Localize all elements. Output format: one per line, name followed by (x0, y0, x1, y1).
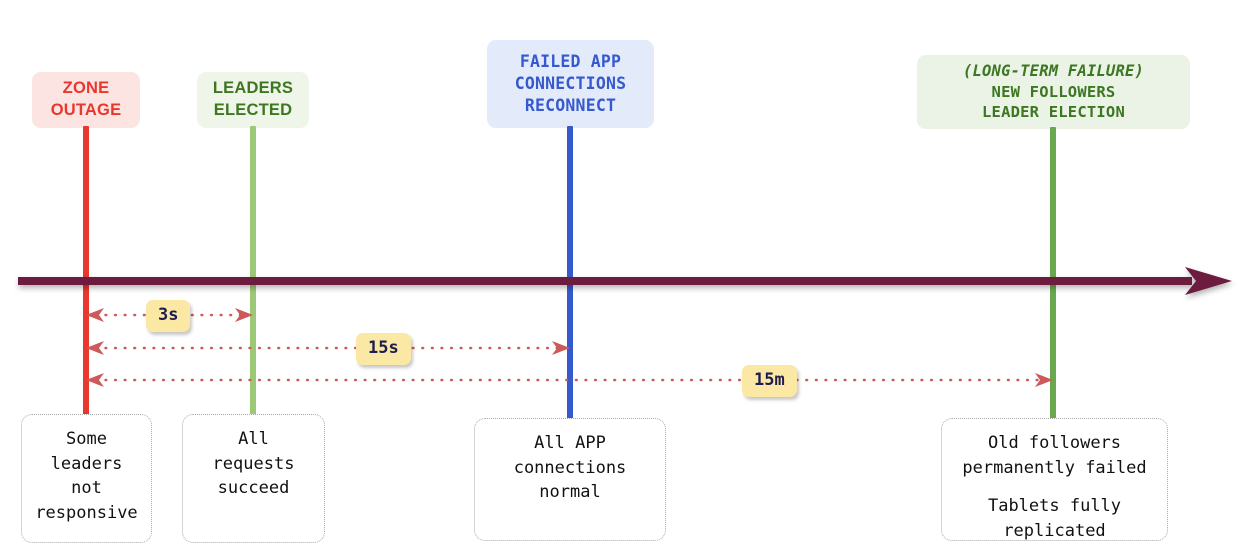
outcome-line: Some (66, 429, 107, 449)
event-line-zone-outage (83, 126, 89, 426)
milestone-line: OUTAGE (50, 101, 122, 119)
outcome-line: succeed (217, 478, 290, 499)
duration-badge-3s: 3s (146, 300, 191, 332)
milestone-label-zone-outage: ZONE OUTAGE (32, 72, 140, 128)
event-line-new-followers-leader-election (1050, 127, 1056, 427)
milestone-label-new-followers-leader-election: (LONG-TERM FAILURE) NEW FOLLOWERS LEADER… (917, 55, 1190, 129)
outcome-box-long-term: Old followers permanently failed Tablets… (941, 418, 1168, 541)
milestone-line: (LONG-TERM FAILURE) (962, 62, 1145, 81)
milestone-line: CONNECTIONS (514, 74, 627, 94)
outcome-box-zone-outage: Some leaders not responsive (21, 414, 152, 543)
milestone-line: RECONNECT (524, 95, 617, 115)
event-line-failed-app-connections (567, 126, 573, 426)
outcome-line: leaders (50, 453, 123, 474)
outcome-line: normal (539, 482, 601, 503)
outcome-line: Tablets fully (987, 496, 1122, 517)
outcome-line: requests (212, 453, 295, 474)
milestone-line: FAILED APP (519, 52, 622, 72)
duration-badge-15m: 15m (742, 365, 797, 397)
milestone-line: ELECTED (213, 101, 293, 119)
duration-row-15s (86, 338, 570, 358)
milestone-label-failed-app-connections: FAILED APP CONNECTIONS RECONNECT (487, 40, 654, 128)
time-axis (0, 258, 1252, 304)
outcome-line: responsive (35, 502, 138, 523)
outcome-box-leaders-elected: All requests succeed (182, 414, 325, 543)
milestone-line: ZONE (62, 79, 110, 98)
milestone-line: LEADERS (212, 79, 294, 98)
outcome-line: permanently failed (962, 457, 1147, 478)
event-line-leaders-elected (250, 126, 256, 426)
outcome-line: not (71, 478, 102, 499)
milestone-line: NEW FOLLOWERS (991, 82, 1116, 101)
outcome-line: connections (513, 457, 627, 478)
outcome-box-app-connections: All APP connections normal (474, 418, 666, 541)
milestone-line: LEADER ELECTION (982, 103, 1125, 122)
outcome-line: Old followers (987, 433, 1122, 453)
outcome-line: replicated (1003, 520, 1106, 541)
outcome-blank-line (942, 480, 1167, 494)
outcome-line: All (238, 429, 269, 449)
duration-badge-15s: 15s (356, 333, 411, 365)
milestone-label-leaders-elected: LEADERS ELECTED (197, 72, 309, 128)
outcome-line: All APP (534, 433, 606, 453)
